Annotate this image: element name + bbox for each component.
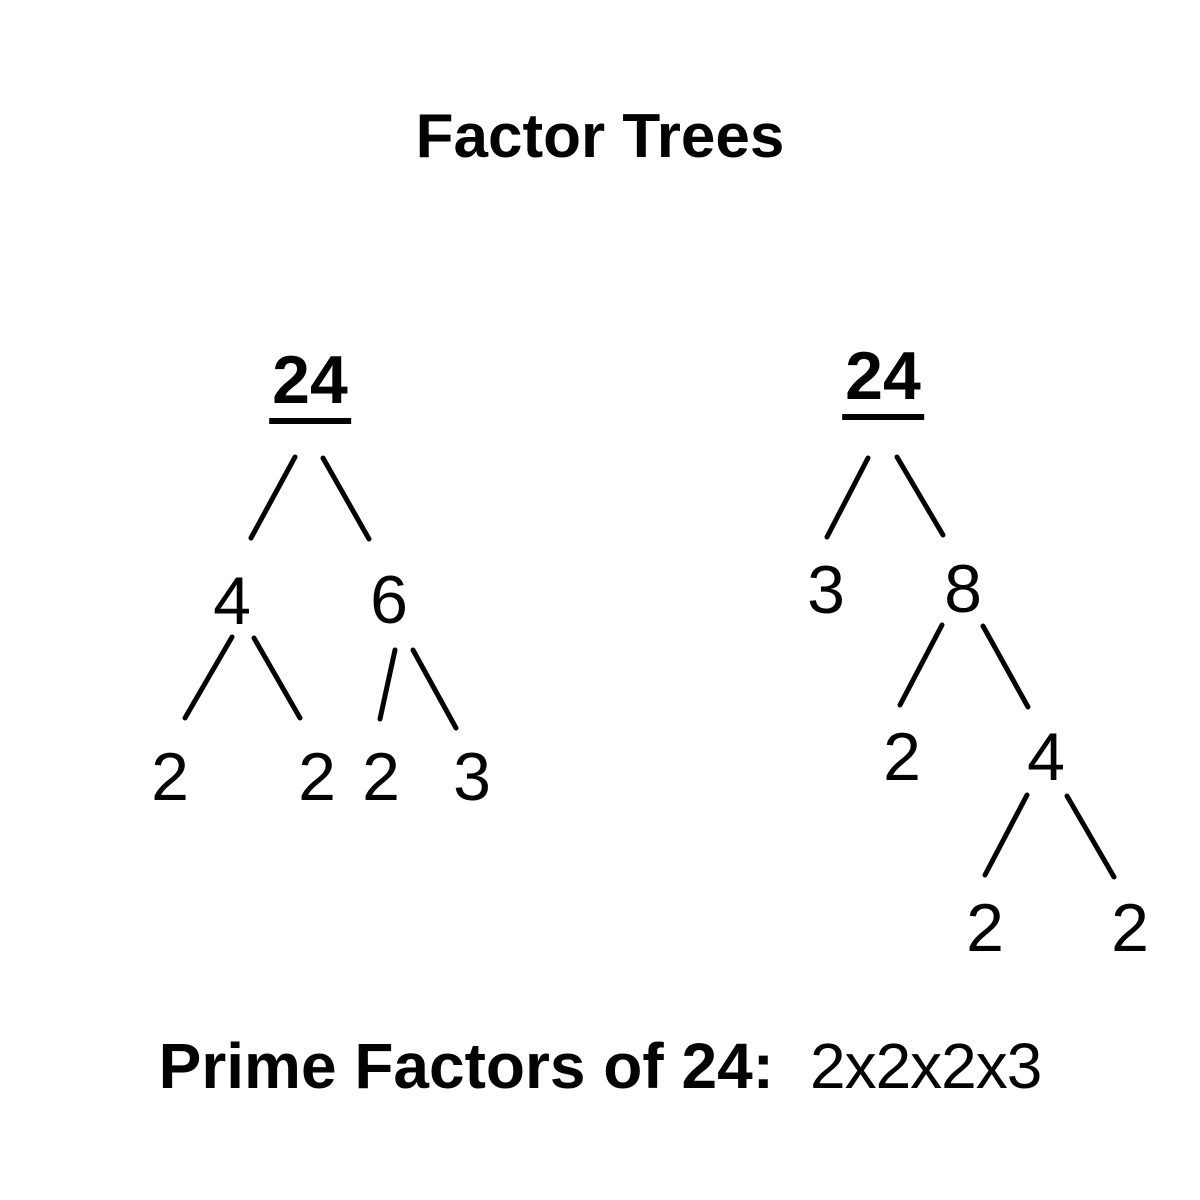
factor-tree-right-node-n2b: 2 (966, 890, 1004, 966)
factor-tree-left-node-n2b: 2 (298, 739, 336, 815)
factor-tree-left-node-root: 24 (269, 346, 351, 424)
page-title: Factor Trees (415, 102, 785, 171)
prime-factors-label: Prime Factors of 24: (158, 1030, 774, 1102)
factor-tree-right-node-n8: 8 (944, 551, 982, 627)
factor-tree-right-node-n4: 4 (1027, 719, 1065, 795)
factor-tree-left-node-n3: 3 (453, 739, 491, 815)
prime-factors-caption: Prime Factors of 24: 2x2x2x3 (0, 1028, 1200, 1105)
factor-tree-left-node-n2c: 2 (362, 739, 400, 815)
factor-tree-left-node-n4: 4 (213, 563, 251, 639)
prime-factors-value: 2x2x2x3 (809, 1030, 1042, 1102)
factor-tree-left-node-n2a: 2 (151, 739, 189, 815)
factor-tree-right-node-n3: 3 (807, 552, 845, 628)
factor-tree-right-node-n2c: 2 (1111, 890, 1149, 966)
factor-tree-right-node-root: 24 (842, 342, 924, 420)
factor-tree-right-node-n2a: 2 (883, 719, 921, 795)
factor-tree-left-node-n6: 6 (370, 562, 408, 638)
